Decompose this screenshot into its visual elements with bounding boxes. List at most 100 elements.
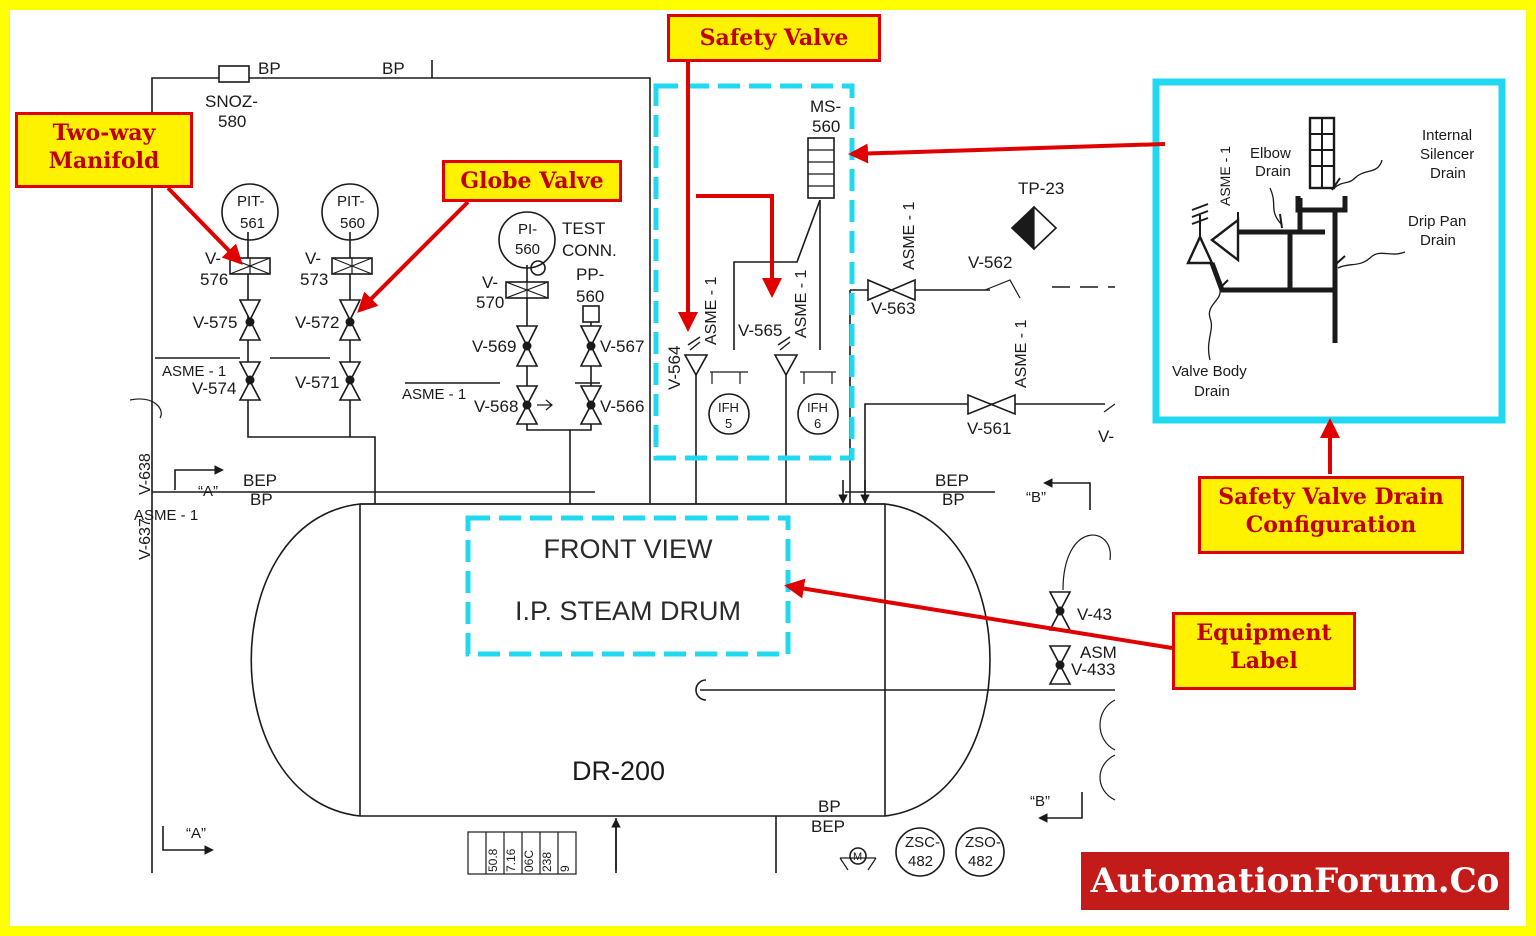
asme-label: ASME - 1	[793, 269, 810, 338]
asme-label: ASME - 1	[1217, 146, 1233, 206]
internal-silencer-drain-label: Silencer	[1420, 146, 1474, 163]
ifh-6-label: 6	[814, 416, 821, 431]
pp-560-label: PP-	[576, 265, 604, 284]
bp-label: BP	[382, 59, 405, 78]
bp-label: BP	[818, 797, 841, 816]
internal-silencer-drain-label: Drain	[1430, 165, 1466, 182]
test-conn-label: CONN.	[562, 241, 617, 260]
valve-body-drain-label: Valve Body	[1172, 363, 1247, 380]
v-570-label: 570	[476, 293, 504, 312]
v-572-label: V-572	[295, 313, 339, 332]
v-573-label: 573	[300, 270, 328, 289]
table-cell: 238	[540, 852, 554, 872]
drum-tag-label: DR-200	[572, 756, 665, 786]
section-a-label: “A”	[198, 483, 218, 500]
v-568-label: V-568	[474, 397, 518, 416]
ifh-5-label: IFH	[718, 400, 739, 415]
asme-label: ASME - 1	[703, 276, 720, 345]
drain-configuration-callout: Safety Valve Drain Configuration	[1198, 476, 1464, 554]
v-567-label: V-567	[600, 337, 644, 356]
v-573-label: V-	[305, 249, 321, 268]
snoz-580-label: SNOZ-	[205, 92, 258, 111]
v-570-label: V-	[482, 273, 498, 292]
asme-label: ASME - 1	[162, 363, 226, 380]
asme-label: ASME - 1	[402, 386, 466, 403]
zso-482-label: 482	[968, 853, 993, 870]
valve-details	[129, 149, 1116, 871]
asme-label: ASME - 1	[134, 507, 198, 524]
globe-valve-callout: Globe Valve	[442, 160, 622, 202]
asm-label: ASM	[1080, 643, 1117, 662]
steam-drum	[250, 503, 1115, 817]
section-b-label: “B”	[1030, 793, 1050, 810]
pit-560-label: PIT-	[337, 193, 365, 210]
bp-label: BP	[250, 490, 273, 509]
table-cell: 7.16	[504, 848, 518, 872]
v-576-label: 576	[200, 270, 228, 289]
pit-560-label: 560	[340, 215, 365, 232]
two-way-manifold-callout: Two-way Manifold	[15, 112, 193, 188]
v-574-label: V-574	[192, 379, 236, 398]
white-frame	[10, 10, 1526, 926]
v-565-label: V-565	[738, 321, 782, 340]
v-433-label: V-433	[1071, 660, 1115, 679]
drum-name-label: I.P. STEAM DRUM	[514, 596, 742, 626]
v-569-label: V-569	[472, 337, 516, 356]
v-575-label: V-575	[193, 313, 237, 332]
pit-561-label: PIT-	[237, 193, 265, 210]
pid-labels: BP BP SNOZ- 580 PIT- 561 PIT- 560 PI- 56…	[134, 59, 1474, 872]
bp-label: BP	[258, 59, 281, 78]
v-638-label: V-638	[137, 453, 154, 495]
ms-560-label: 560	[812, 117, 840, 136]
table-cell: 9	[558, 865, 572, 872]
section-b-label: “B”	[1026, 489, 1046, 506]
valve-symbols	[218, 65, 1072, 685]
asme-label: ASME - 1	[1013, 319, 1030, 388]
elbow-drain-label: Drain	[1255, 163, 1291, 180]
tp-23-label: TP-23	[1018, 179, 1064, 198]
bep-label: BEP	[243, 471, 277, 490]
callout-arrows	[166, 62, 1340, 650]
pit-561-label: 561	[240, 215, 265, 232]
zsc-482-label: 482	[908, 853, 933, 870]
ms-560-label: MS-	[810, 97, 841, 116]
table-cell: 06C	[522, 850, 536, 872]
v-561-label: V-561	[967, 419, 1011, 438]
pi-560-label: PI-	[518, 221, 537, 238]
zso-482-label: ZSO-	[965, 834, 1001, 851]
zsc-482-label: ZSC-	[905, 834, 940, 851]
v-566-label: V-566	[600, 397, 644, 416]
valve-body-drain-label: Drain	[1194, 383, 1230, 400]
v-564-label: V-564	[665, 346, 684, 390]
v-576-label: V-	[205, 249, 221, 268]
front-view-label: FRONT VIEW	[543, 534, 713, 564]
test-conn-label: TEST	[562, 219, 605, 238]
flow-arrows	[162, 465, 1091, 870]
elbow-drain-label: Elbow	[1250, 145, 1291, 162]
brand-watermark: AutomationForum.Co	[1081, 852, 1509, 910]
pp-560-label: 560	[576, 287, 604, 306]
bottom-table	[467, 831, 577, 875]
v-562-label: V-562	[968, 253, 1012, 272]
v-cut-label: V-	[1098, 427, 1114, 446]
v-571-label: V-571	[295, 373, 339, 392]
equipment-label-callout: Equipment Label	[1172, 612, 1356, 690]
ifh-6-label: IFH	[807, 400, 828, 415]
drain-detail-drawing	[1186, 116, 1348, 343]
asme-label: ASME - 1	[901, 201, 918, 270]
section-a-label: “A”	[186, 825, 206, 842]
v-563-label: V-563	[871, 299, 915, 318]
instrument-bubbles	[221, 183, 1005, 877]
drip-pan-drain-label: Drip Pan	[1408, 213, 1466, 230]
motor-label: M	[853, 851, 862, 863]
table-cell: 50.8	[486, 848, 500, 872]
valve-dots	[245, 317, 1065, 670]
bep-label: BEP	[935, 471, 969, 490]
pi-560-label: 560	[515, 241, 540, 258]
v-434-label: V-43	[1077, 605, 1112, 624]
highlight-boxes	[465, 78, 1506, 657]
drip-pan-drain-label: Drain	[1420, 232, 1456, 249]
snoz-580-label: 580	[218, 112, 246, 131]
